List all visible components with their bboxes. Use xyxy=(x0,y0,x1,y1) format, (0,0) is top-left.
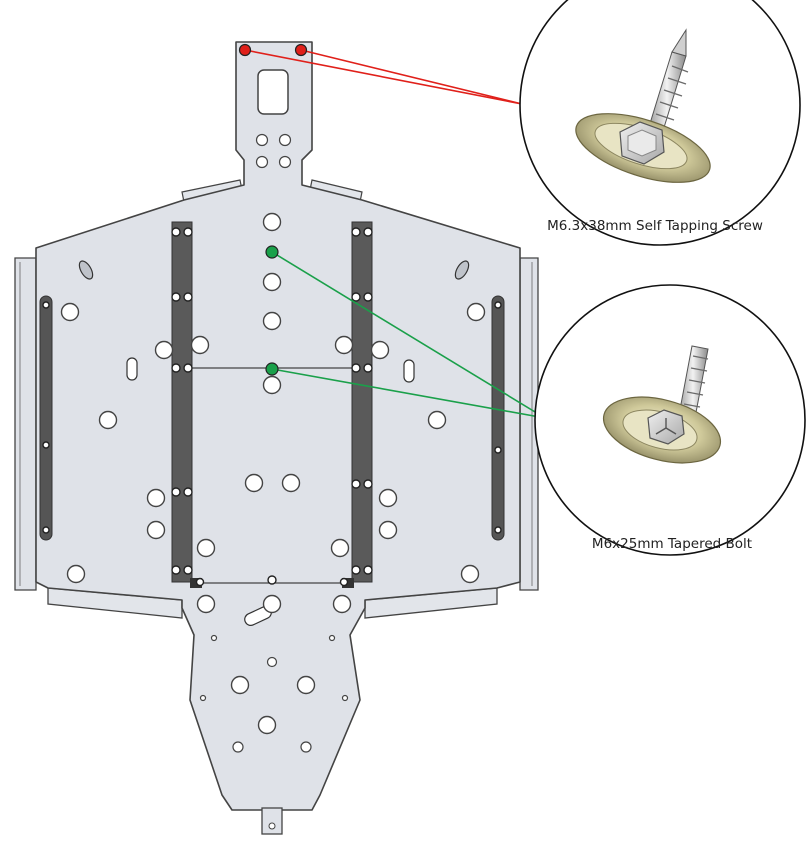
tapered-bolt-icon xyxy=(602,345,722,464)
side-slots xyxy=(39,295,505,541)
nose-bracket xyxy=(261,807,283,835)
bolt-marker-upper xyxy=(265,245,279,259)
plate-body xyxy=(35,41,521,811)
screw-marker-left xyxy=(238,43,252,57)
left-side-flange xyxy=(14,257,37,591)
tab-slot xyxy=(257,69,289,115)
screw-markers xyxy=(238,43,308,57)
bolt-marker-lower xyxy=(265,362,279,376)
bolt-markers xyxy=(265,245,279,376)
bolt-label: M6x25mm Tapered Bolt xyxy=(592,536,752,552)
bolt-detail-bubble: M6x25mm Tapered Bolt xyxy=(534,284,806,556)
screw-marker-right xyxy=(294,43,308,57)
screw-detail-bubble: M6.3x38mm Self Tapping Screw xyxy=(519,0,801,246)
screw-callout-lines xyxy=(244,49,523,105)
plate-small-holes xyxy=(199,634,349,753)
plate-holes xyxy=(60,212,486,735)
screw-label: M6.3x38mm Self Tapping Screw xyxy=(547,218,763,234)
bolt-callout-lines xyxy=(271,251,546,419)
self-tapping-screw-icon xyxy=(575,28,711,183)
wing-fittings xyxy=(78,260,470,626)
skid-plate xyxy=(14,41,539,835)
rail-bolts xyxy=(42,227,502,587)
